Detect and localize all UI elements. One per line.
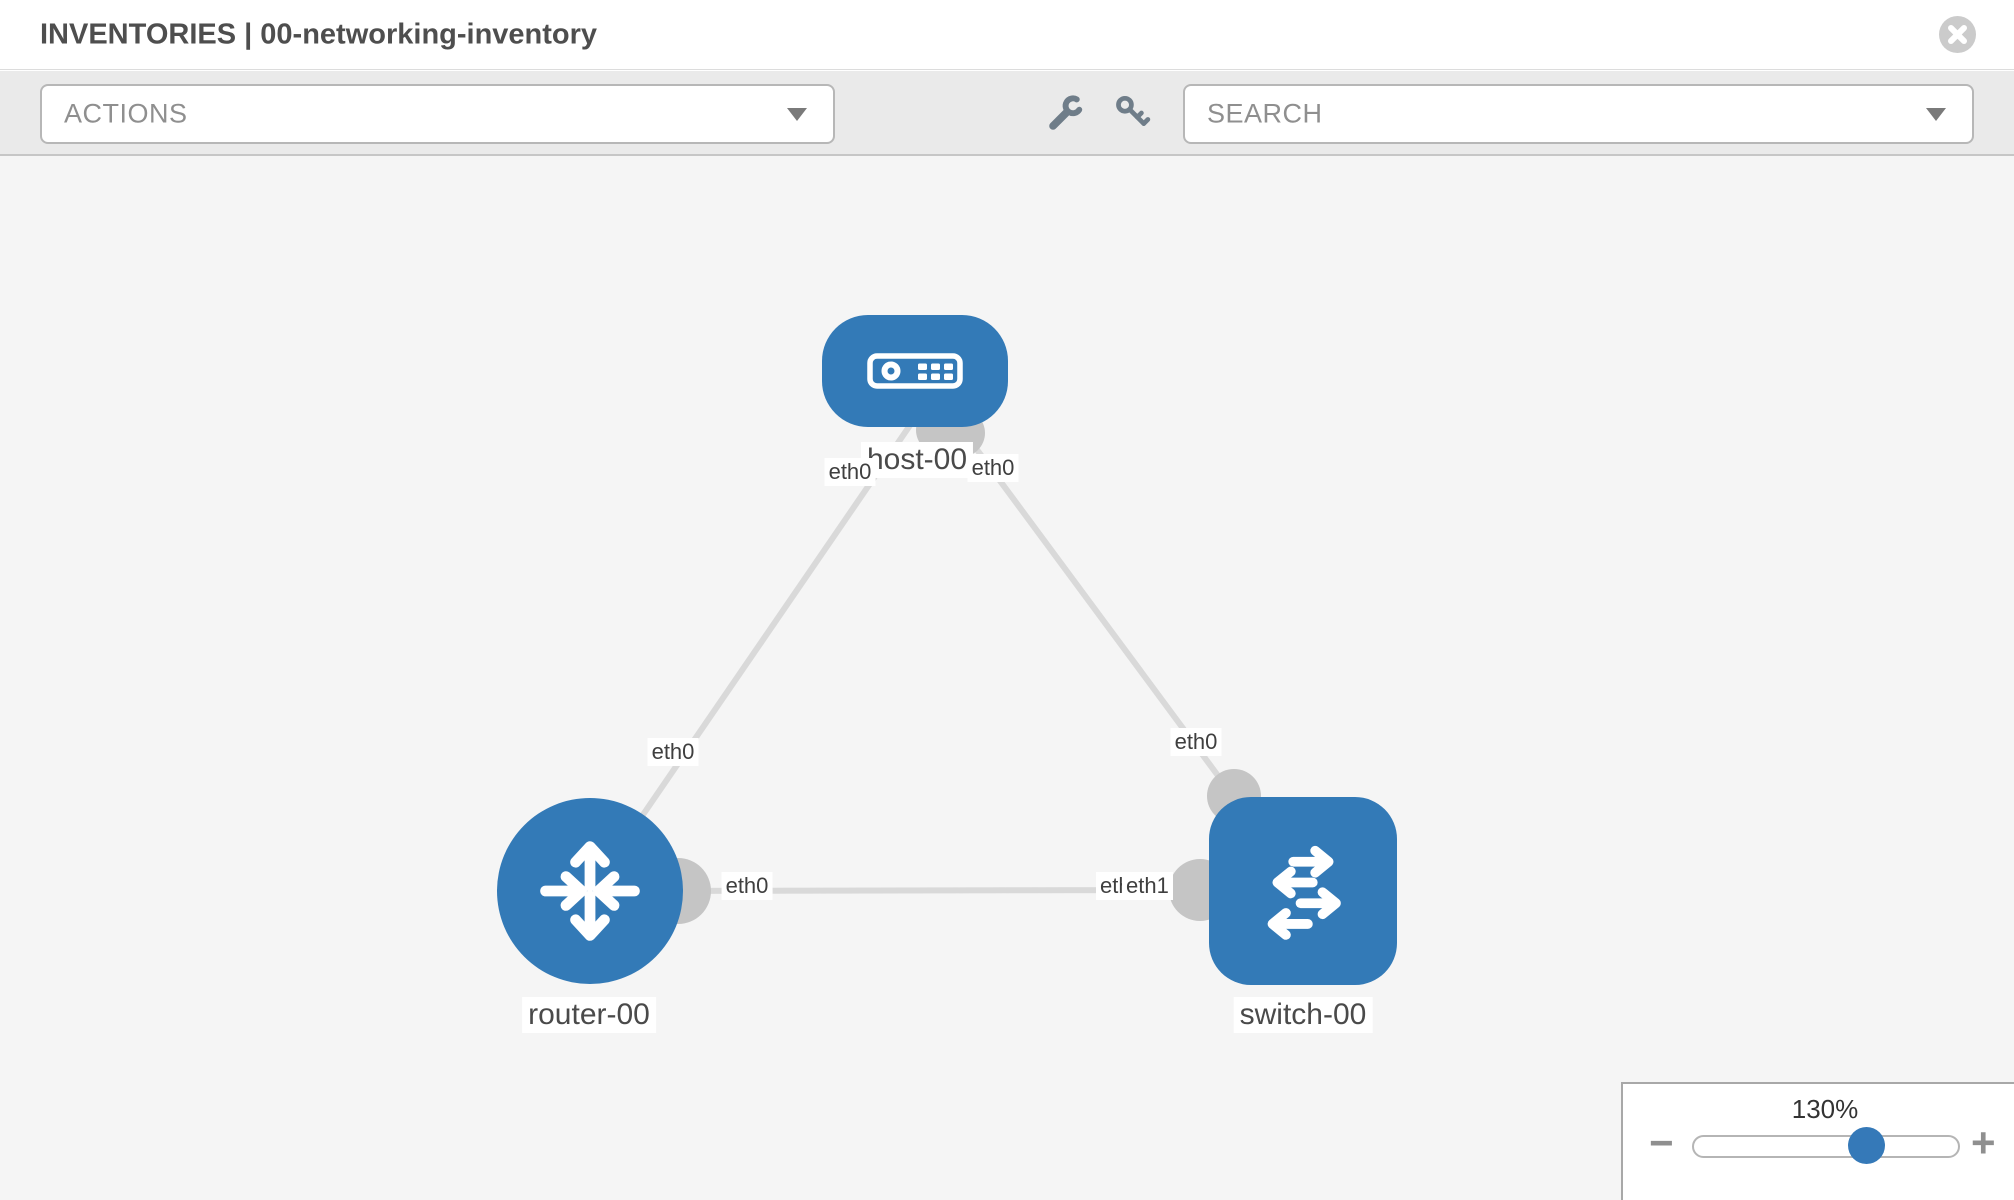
search-placeholder: SEARCH xyxy=(1207,98,1323,129)
zoom-level-value: 130% xyxy=(1791,1094,1859,1124)
iface-label-switch-host: eth0 xyxy=(1170,728,1222,756)
zoom-out-button[interactable]: − xyxy=(1649,1119,1674,1166)
zoom-slider-handle[interactable] xyxy=(1848,1127,1885,1164)
chevron-down-icon xyxy=(787,108,807,121)
key-button[interactable] xyxy=(1112,93,1152,133)
close-icon xyxy=(1948,25,1967,44)
topology-canvas[interactable]: host-00 router-00 switch-00 eth0 eth0 et… xyxy=(0,156,2014,1200)
iface-label-router-switch: eth0 xyxy=(721,872,773,900)
toolbar: ACTIONS SEARCH xyxy=(0,71,2014,156)
topology-links-layer xyxy=(587,406,1261,924)
iface-label-host-left: eth0 xyxy=(824,458,876,486)
host-icon xyxy=(867,353,963,389)
search-dropdown[interactable]: SEARCH xyxy=(1183,84,1974,144)
node-switch-00[interactable] xyxy=(1209,797,1397,985)
zoom-control-panel: 130% − + xyxy=(1621,1082,2014,1200)
iface-label-host-right: eth0 xyxy=(967,454,1019,482)
wrench-icon xyxy=(1049,95,1083,130)
link-router-host xyxy=(587,416,918,894)
key-icon xyxy=(1116,95,1151,126)
switch-icon xyxy=(1267,845,1341,940)
node-label-router: router-00 xyxy=(522,997,656,1033)
chevron-down-icon xyxy=(1926,108,1946,121)
node-label-switch: switch-00 xyxy=(1233,997,1373,1033)
iface-label-router-host: eth0 xyxy=(647,738,699,766)
zoom-slider-track[interactable] xyxy=(1692,1135,1960,1158)
zoom-in-button[interactable]: + xyxy=(1971,1119,1996,1166)
actions-dropdown-label: ACTIONS xyxy=(64,98,188,129)
page-title: INVENTORIES | 00-networking-inventory xyxy=(40,18,598,50)
close-button[interactable] xyxy=(1939,16,1976,53)
node-host-00[interactable] xyxy=(822,315,1008,427)
node-router-00[interactable] xyxy=(497,798,683,984)
actions-dropdown[interactable]: ACTIONS xyxy=(40,84,835,144)
panel-header: INVENTORIES | 00-networking-inventory xyxy=(0,0,2014,70)
tools-button[interactable] xyxy=(1046,93,1086,133)
node-label-host: host-00 xyxy=(860,442,974,478)
router-icon xyxy=(540,841,640,941)
iface-label-switch-router: eth1 xyxy=(1122,872,1173,900)
